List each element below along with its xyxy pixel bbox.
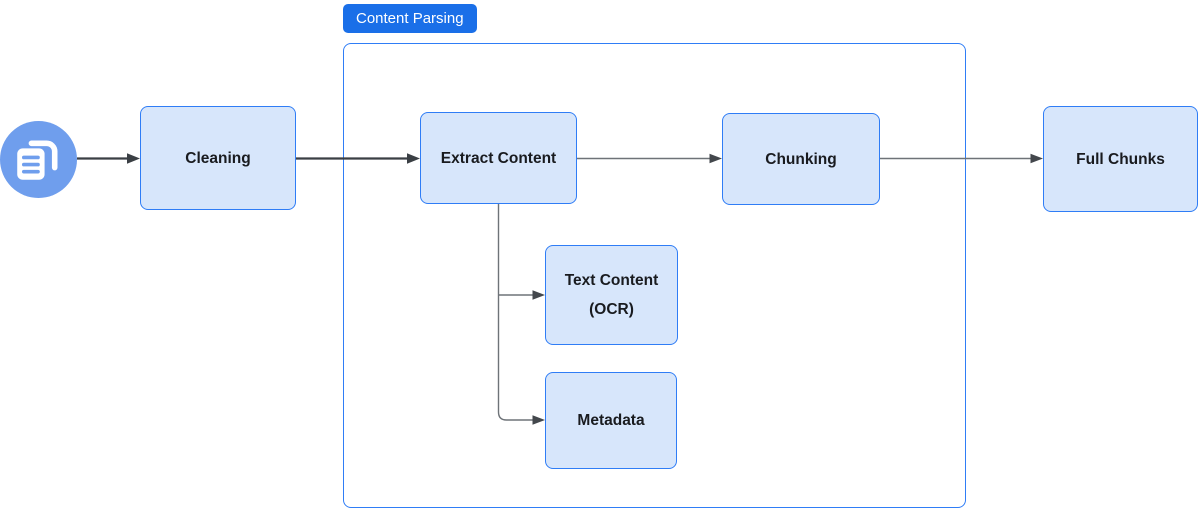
node-text-content-ocr-line1: Text Content [564,272,659,289]
node-text-content-ocr-line2: (OCR) [589,301,634,318]
node-chunking-label: Chunking [765,150,837,168]
content-parsing-group-label: Content Parsing [343,4,477,33]
source-node [0,121,77,198]
node-metadata-label: Metadata [577,412,645,429]
edge-source-to-cleaning [77,153,140,164]
node-text-content-ocr: Text Content (OCR) [545,245,678,345]
node-extract-content-label: Extract Content [440,149,557,167]
node-full-chunks-label: Full Chunks [1076,150,1165,168]
node-metadata: Metadata [545,372,677,469]
documents-icon [0,121,77,198]
node-cleaning: Cleaning [140,106,296,210]
node-extract-content: Extract Content [420,112,577,204]
node-chunking: Chunking [722,113,880,205]
node-cleaning-label: Cleaning [185,149,251,167]
node-full-chunks: Full Chunks [1043,106,1198,212]
